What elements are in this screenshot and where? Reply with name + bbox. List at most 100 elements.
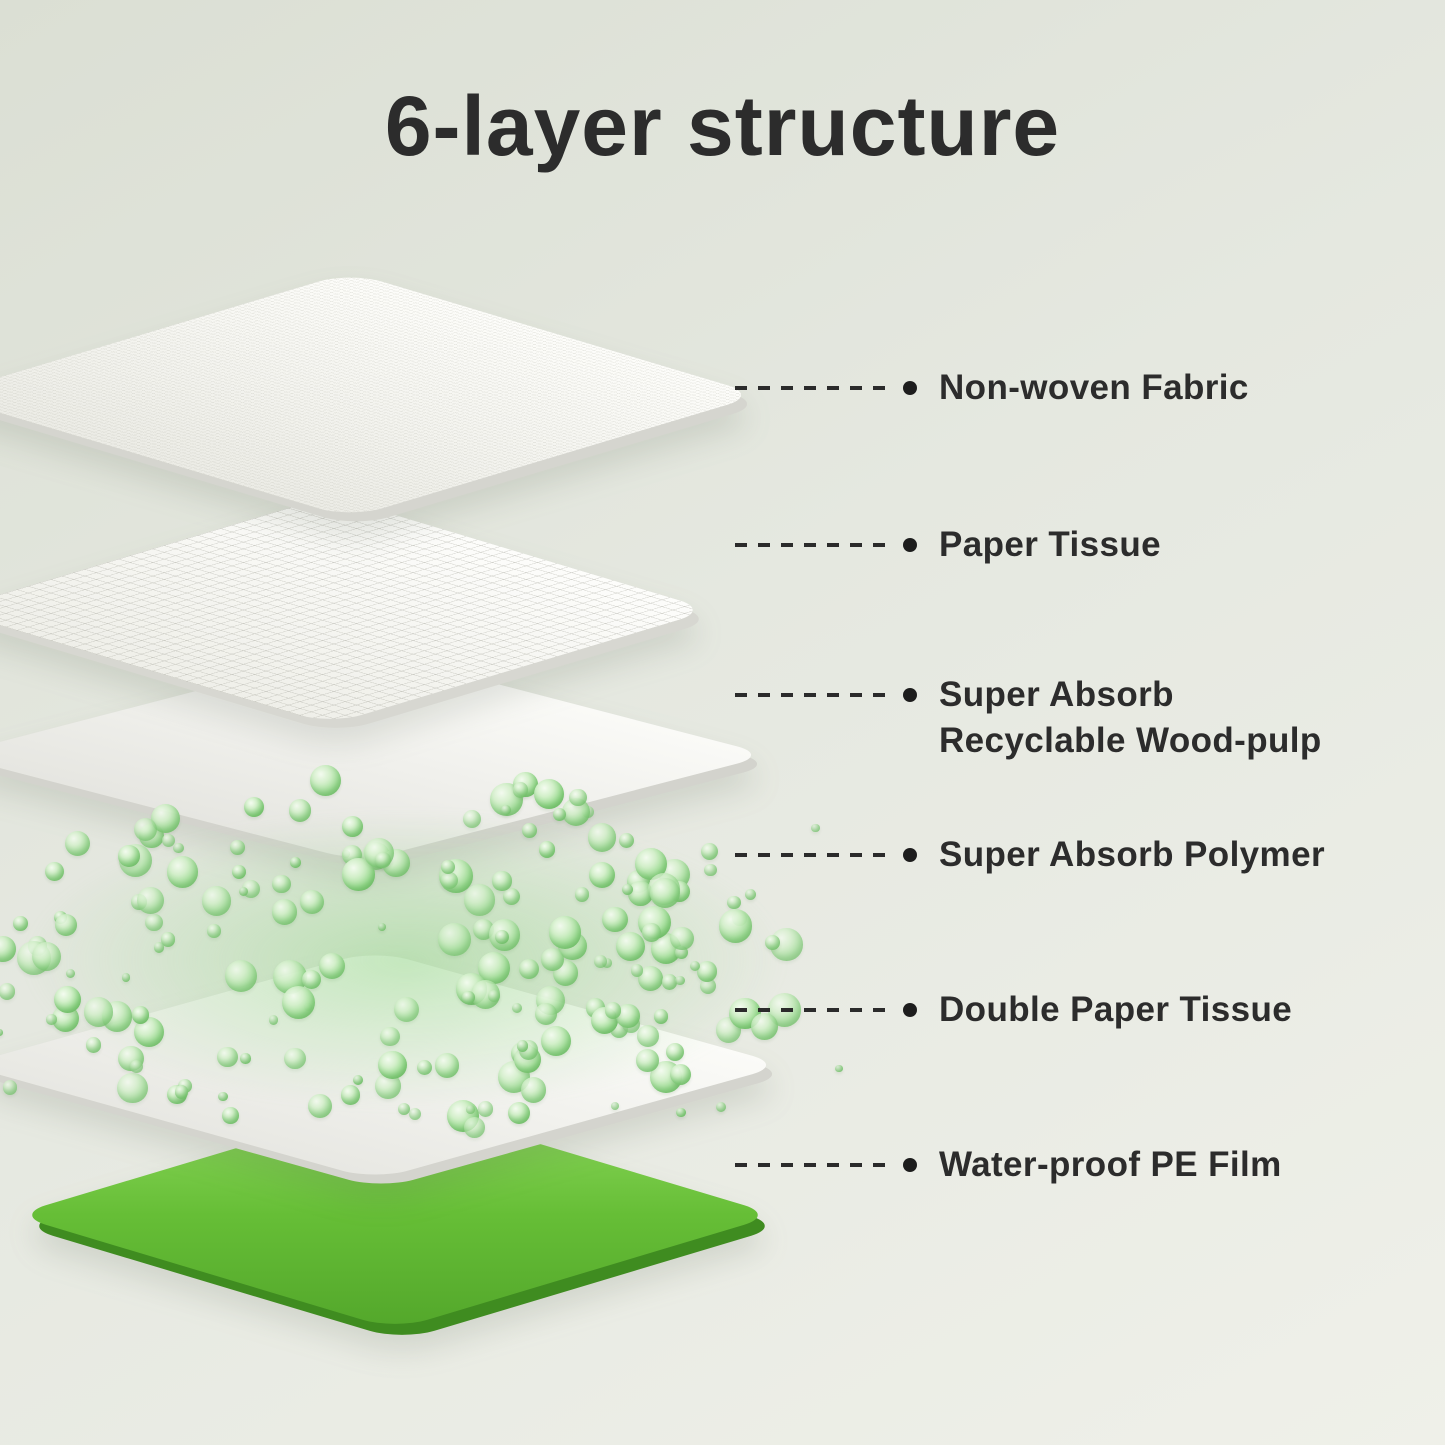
page-title: 6-layer structure bbox=[384, 79, 1061, 173]
polymer-bead bbox=[552, 807, 567, 821]
polymer-bead bbox=[727, 895, 741, 910]
polymer-bead bbox=[670, 927, 694, 951]
polymer-bead bbox=[522, 822, 538, 838]
bullet-dot-icon bbox=[903, 1158, 917, 1172]
polymer-bead bbox=[622, 884, 634, 896]
leader-line bbox=[735, 848, 917, 862]
polymer-bead bbox=[85, 1037, 102, 1053]
callout-double-tissue: Double Paper Tissue bbox=[735, 987, 1292, 1033]
polymer-bead bbox=[662, 974, 678, 990]
polymer-bead bbox=[2, 1079, 18, 1095]
polymer-bead bbox=[145, 913, 163, 931]
polymer-bead bbox=[222, 1107, 239, 1124]
polymer-bead bbox=[588, 862, 615, 889]
layer-polymer-bubbles bbox=[0, 760, 870, 1160]
polymer-bead bbox=[495, 930, 510, 945]
polymer-bead bbox=[408, 1108, 422, 1121]
polymer-bead bbox=[630, 964, 644, 977]
polymer-bead bbox=[666, 1042, 685, 1061]
polymer-bead bbox=[751, 1013, 778, 1040]
polymer-bead bbox=[636, 1024, 659, 1047]
polymer-bead bbox=[675, 975, 686, 986]
polymer-bead bbox=[284, 1047, 306, 1070]
callout-label: Super Absorb Polymer bbox=[939, 835, 1325, 874]
polymer-bead bbox=[641, 923, 661, 943]
polymer-bead bbox=[374, 851, 392, 868]
callout-pe-film: Water-proof PE Film bbox=[735, 1142, 1282, 1188]
polymer-bead bbox=[133, 817, 157, 841]
polymer-bead bbox=[290, 857, 302, 868]
polymer-bead bbox=[534, 779, 565, 810]
polymer-bead bbox=[676, 1107, 686, 1118]
polymer-bead bbox=[129, 1059, 144, 1073]
dashed-line bbox=[735, 1008, 895, 1012]
callout-label: Non-woven Fabric bbox=[939, 368, 1249, 407]
callout-wood-pulp: Super Absorb Recyclable Wood-pulp bbox=[735, 672, 1322, 764]
polymer-bead bbox=[575, 887, 590, 902]
polymer-bead bbox=[502, 888, 520, 906]
polymer-bead bbox=[704, 863, 718, 877]
polymer-bead bbox=[764, 935, 780, 951]
callout-non-woven-fabric: Non-woven Fabric bbox=[735, 365, 1249, 411]
polymer-bead bbox=[137, 887, 165, 915]
polymer-bead bbox=[166, 856, 199, 889]
polymer-bead bbox=[218, 1092, 228, 1102]
bullet-dot-icon bbox=[903, 688, 917, 702]
polymer-bead bbox=[121, 972, 131, 982]
polymer-bead bbox=[602, 906, 628, 933]
bullet-dot-icon bbox=[903, 848, 917, 862]
bullet-dot-icon bbox=[903, 381, 917, 395]
leader-line bbox=[735, 381, 917, 395]
polymer-bead bbox=[201, 886, 232, 916]
polymer-bead bbox=[541, 1025, 572, 1056]
polymer-bead bbox=[308, 1093, 333, 1119]
polymer-bead bbox=[378, 1050, 407, 1080]
dashed-line bbox=[735, 693, 895, 697]
polymer-bead bbox=[319, 952, 346, 979]
polymer-bead bbox=[342, 815, 363, 837]
polymer-bead bbox=[811, 823, 820, 833]
polymer-bead bbox=[217, 1046, 238, 1068]
polymer-bead bbox=[53, 986, 81, 1014]
polymer-bead bbox=[696, 961, 718, 982]
polymer-bead bbox=[744, 889, 756, 901]
polymer-bead bbox=[13, 916, 28, 931]
polymer-bead bbox=[154, 942, 165, 953]
polymer-bead bbox=[669, 1063, 692, 1086]
polymer-bead bbox=[117, 845, 140, 867]
polymer-bead bbox=[539, 841, 556, 858]
polymer-bead bbox=[397, 1102, 411, 1116]
polymer-bead bbox=[605, 1002, 622, 1019]
bullet-dot-icon bbox=[903, 1003, 917, 1017]
polymer-bead bbox=[55, 913, 77, 936]
polymer-bead bbox=[700, 978, 717, 995]
callout-paper-tissue: Paper Tissue bbox=[735, 522, 1161, 568]
polymer-bead bbox=[616, 1004, 641, 1029]
polymer-bead bbox=[548, 916, 582, 949]
polymer-bead bbox=[32, 941, 62, 971]
polymer-bead bbox=[462, 809, 482, 829]
polymer-bead bbox=[649, 877, 681, 909]
polymer-bead bbox=[243, 797, 265, 818]
leader-line bbox=[735, 688, 917, 702]
polymer-bead bbox=[500, 804, 512, 816]
dashed-line bbox=[735, 543, 895, 547]
polymer-bead bbox=[719, 909, 753, 943]
polymer-bead bbox=[835, 1064, 843, 1072]
polymer-bead bbox=[393, 996, 419, 1023]
polymer-bead bbox=[416, 1059, 432, 1075]
polymer-bead bbox=[602, 958, 613, 969]
polymer-bead bbox=[310, 764, 342, 797]
polymer-bead bbox=[540, 948, 564, 972]
dashed-line bbox=[735, 853, 895, 857]
polymer-bead bbox=[230, 840, 245, 856]
polymer-bead bbox=[508, 1102, 530, 1125]
polymer-bead bbox=[271, 874, 291, 894]
leader-line bbox=[735, 1158, 917, 1172]
polymer-bead bbox=[0, 936, 16, 962]
polymer-bead bbox=[207, 924, 221, 938]
polymer-bead bbox=[466, 1105, 475, 1115]
polymer-bead bbox=[162, 834, 176, 848]
polymer-bead bbox=[238, 887, 248, 897]
